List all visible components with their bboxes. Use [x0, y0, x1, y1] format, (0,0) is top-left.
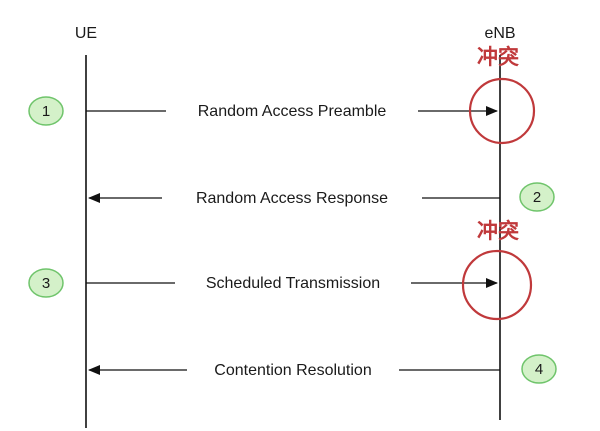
step-badge-1: 1 — [28, 96, 64, 126]
enb-lifeline-label: eNB — [484, 25, 515, 42]
step-badge-1-circle — [28, 96, 64, 126]
message-4-label-bg — [187, 358, 399, 380]
step-badge-4-number: 4 — [535, 361, 543, 378]
step-badge-2-number: 2 — [533, 189, 541, 206]
message-3-label: Scheduled Transmission — [206, 275, 380, 292]
ue-lifeline-label: UE — [75, 25, 97, 42]
message-1-label-bg — [166, 99, 418, 121]
step-badge-4: 4 — [521, 354, 557, 384]
message-1-label: Random Access Preamble — [198, 103, 387, 120]
step-badge-3-number: 3 — [42, 275, 50, 292]
step-badge-2: 2 — [519, 182, 555, 212]
message-2-label: Random Access Response — [196, 190, 388, 207]
collision-label-2: 冲突 — [477, 218, 519, 243]
collision-circle-1 — [468, 77, 536, 145]
step-badge-2-circle — [519, 182, 555, 212]
step-badge-3-circle — [28, 268, 64, 298]
message-3-label-bg — [175, 271, 411, 293]
message-2-label-bg — [162, 186, 422, 208]
message-4-label: Contention Resolution — [214, 362, 371, 379]
collision-circle-2 — [461, 249, 533, 321]
collision-label-1: 冲突 — [477, 44, 519, 69]
step-badge-3: 3 — [28, 268, 64, 298]
step-badge-4-circle — [521, 354, 557, 384]
step-badge-1-number: 1 — [42, 103, 50, 120]
